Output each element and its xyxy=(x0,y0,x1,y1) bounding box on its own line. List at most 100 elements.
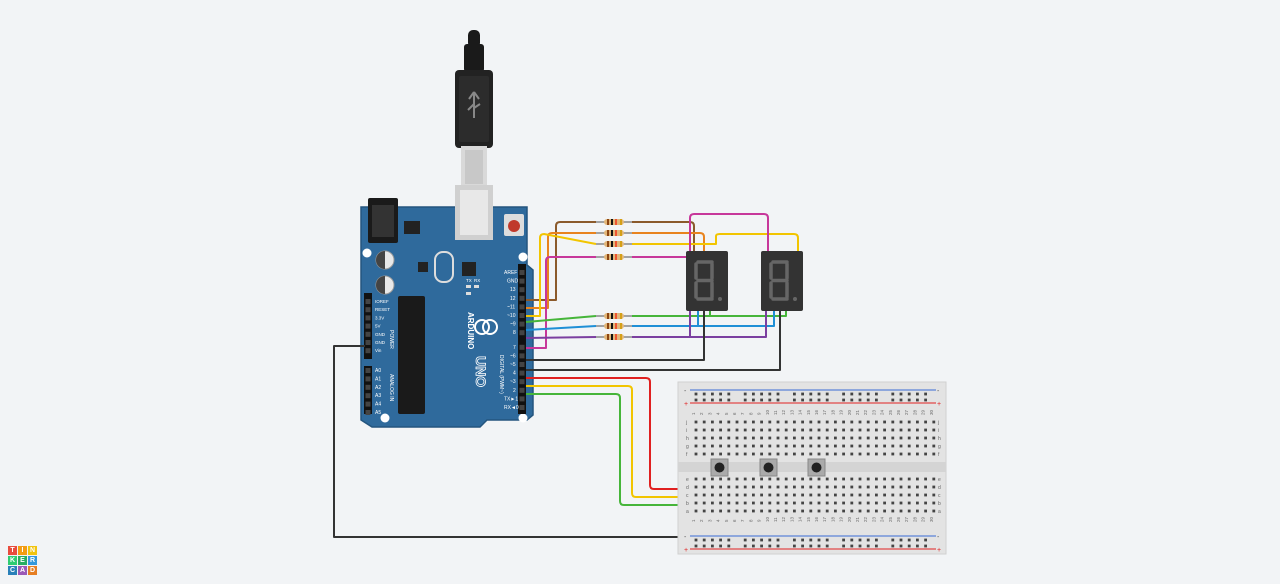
breadboard-hole[interactable] xyxy=(793,452,796,456)
breadboard-hole[interactable] xyxy=(850,428,854,432)
breadboard-hole[interactable] xyxy=(842,509,845,513)
breadboard-hole[interactable] xyxy=(899,398,903,402)
breadboard-hole[interactable] xyxy=(858,544,862,548)
breadboard-hole[interactable] xyxy=(916,485,919,489)
breadboard-hole[interactable] xyxy=(776,501,780,505)
breadboard-hole[interactable] xyxy=(916,420,919,424)
breadboard-hole[interactable] xyxy=(727,509,731,513)
breadboard-hole[interactable] xyxy=(883,501,886,505)
breadboard-hole[interactable] xyxy=(711,485,714,489)
breadboard-hole[interactable] xyxy=(866,428,870,432)
breadboard-hole[interactable] xyxy=(817,544,821,548)
breadboard-hole[interactable] xyxy=(702,420,706,424)
breadboard-hole[interactable] xyxy=(825,398,829,402)
breadboard-hole[interactable] xyxy=(801,485,804,489)
seven-segment-display-left[interactable] xyxy=(686,251,728,311)
breadboard-hole[interactable] xyxy=(899,392,903,396)
breadboard-hole[interactable] xyxy=(899,501,903,505)
breadboard-hole[interactable] xyxy=(916,477,919,481)
breadboard-hole[interactable] xyxy=(866,392,870,396)
breadboard-hole[interactable] xyxy=(776,452,780,456)
breadboard-hole[interactable] xyxy=(801,477,804,481)
breadboard-hole[interactable] xyxy=(752,493,755,497)
digital-pin[interactable] xyxy=(519,270,525,275)
breadboard-hole[interactable] xyxy=(711,398,714,402)
breadboard-hole[interactable] xyxy=(809,428,813,432)
digital-pin[interactable] xyxy=(519,379,525,385)
breadboard-hole[interactable] xyxy=(916,509,919,513)
breadboard-hole[interactable] xyxy=(932,428,936,432)
breadboard-hole[interactable] xyxy=(907,538,911,542)
breadboard-hole[interactable] xyxy=(801,509,804,513)
breadboard-hole[interactable] xyxy=(768,477,772,481)
breadboard-hole[interactable] xyxy=(809,436,813,440)
breadboard-hole[interactable] xyxy=(858,452,862,456)
breadboard-hole[interactable] xyxy=(702,452,706,456)
breadboard-hole[interactable] xyxy=(842,428,845,432)
breadboard-hole[interactable] xyxy=(825,452,829,456)
breadboard-hole[interactable] xyxy=(858,444,862,448)
breadboard-hole[interactable] xyxy=(883,477,886,481)
breadboard-hole[interactable] xyxy=(891,493,895,497)
breadboard-hole[interactable] xyxy=(694,398,698,402)
breadboard-hole[interactable] xyxy=(875,452,878,456)
breadboard-hole[interactable] xyxy=(752,477,755,481)
breadboard-hole[interactable] xyxy=(719,444,722,448)
breadboard-hole[interactable] xyxy=(760,501,763,505)
breadboard-hole[interactable] xyxy=(776,436,780,440)
breadboard-hole[interactable] xyxy=(752,444,755,448)
breadboard-hole[interactable] xyxy=(735,436,739,440)
breadboard-hole[interactable] xyxy=(891,398,895,402)
breadboard-hole[interactable] xyxy=(842,398,845,402)
breadboard-hole[interactable] xyxy=(932,485,936,489)
breadboard-hole[interactable] xyxy=(752,501,755,505)
breadboard-hole[interactable] xyxy=(719,509,722,513)
breadboard-hole[interactable] xyxy=(883,452,886,456)
breadboard-hole[interactable] xyxy=(834,444,837,448)
breadboard-hole[interactable] xyxy=(834,477,837,481)
breadboard-hole[interactable] xyxy=(694,436,698,440)
breadboard-hole[interactable] xyxy=(743,444,747,448)
breadboard-hole[interactable] xyxy=(760,544,763,548)
breadboard-hole[interactable] xyxy=(891,477,895,481)
breadboard-hole[interactable] xyxy=(891,420,895,424)
breadboard-hole[interactable] xyxy=(784,436,788,440)
breadboard-hole[interactable] xyxy=(916,392,919,396)
breadboard-hole[interactable] xyxy=(899,444,903,448)
breadboard-hole[interactable] xyxy=(694,444,698,448)
breadboard-hole[interactable] xyxy=(907,501,911,505)
breadboard-hole[interactable] xyxy=(743,477,747,481)
breadboard-hole[interactable] xyxy=(875,485,878,489)
breadboard-hole[interactable] xyxy=(858,398,862,402)
breadboard-hole[interactable] xyxy=(776,398,780,402)
breadboard-hole[interactable] xyxy=(858,436,862,440)
breadboard-hole[interactable] xyxy=(842,501,845,505)
breadboard-hole[interactable] xyxy=(702,485,706,489)
breadboard-hole[interactable] xyxy=(711,493,714,497)
breadboard-hole[interactable] xyxy=(883,485,886,489)
breadboard-hole[interactable] xyxy=(711,501,714,505)
breadboard-hole[interactable] xyxy=(907,509,911,513)
power-pin[interactable] xyxy=(365,348,371,354)
breadboard-hole[interactable] xyxy=(875,493,878,497)
breadboard-hole[interactable] xyxy=(875,477,878,481)
breadboard-hole[interactable] xyxy=(875,501,878,505)
breadboard-hole[interactable] xyxy=(866,452,870,456)
power-pin[interactable] xyxy=(365,331,371,337)
digital-pin[interactable] xyxy=(519,405,525,410)
breadboard-hole[interactable] xyxy=(850,501,854,505)
breadboard-hole[interactable] xyxy=(727,436,731,440)
breadboard-hole[interactable] xyxy=(727,398,731,402)
breadboard-hole[interactable] xyxy=(768,452,772,456)
breadboard-hole[interactable] xyxy=(875,392,878,396)
breadboard-hole[interactable] xyxy=(711,436,714,440)
breadboard-hole[interactable] xyxy=(776,420,780,424)
breadboard-hole[interactable] xyxy=(776,493,780,497)
breadboard-hole[interactable] xyxy=(899,420,903,424)
breadboard-hole[interactable] xyxy=(801,538,804,542)
breadboard-hole[interactable] xyxy=(793,398,796,402)
breadboard-hole[interactable] xyxy=(752,436,755,440)
breadboard-hole[interactable] xyxy=(711,509,714,513)
breadboard-hole[interactable] xyxy=(916,452,919,456)
